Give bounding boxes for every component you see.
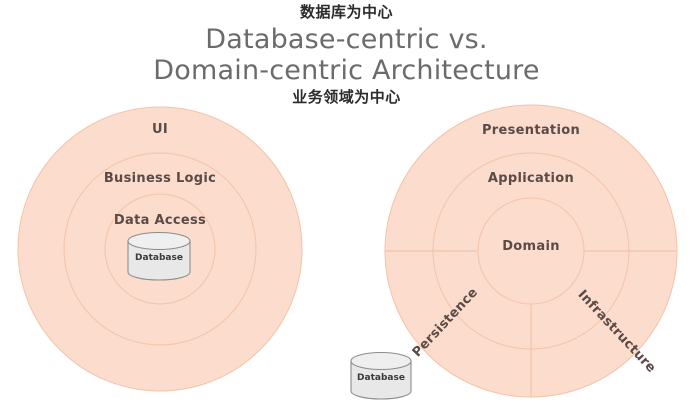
left-database-cylinder-icon: Database	[127, 231, 191, 281]
left-diagram-database-centric: UI Business Logic Data Access Database	[17, 106, 303, 392]
right-database-cylinder-label: Database	[357, 373, 405, 383]
left-ring-label-ui: UI	[152, 122, 168, 137]
left-ring-label-business-logic: Business Logic	[104, 171, 216, 186]
left-ring-inner-outline	[104, 193, 216, 305]
right-ring-outer-fill	[385, 105, 677, 397]
left-ring-outer-outline	[17, 106, 303, 392]
left-ring-label-data-access: Data Access	[114, 213, 206, 228]
right-ring-label-presentation: Presentation	[482, 123, 580, 138]
right-database-cylinder-icon: Database	[350, 351, 412, 400]
right-diagram-domain-centric: Presentation Application Domain Persiste…	[350, 104, 678, 400]
left-ring-middle-outline	[63, 152, 257, 346]
left-database-cylinder-label: Database	[135, 253, 183, 263]
right-ring-label-application: Application	[488, 171, 574, 186]
right-ring-label-domain: Domain	[502, 239, 560, 254]
